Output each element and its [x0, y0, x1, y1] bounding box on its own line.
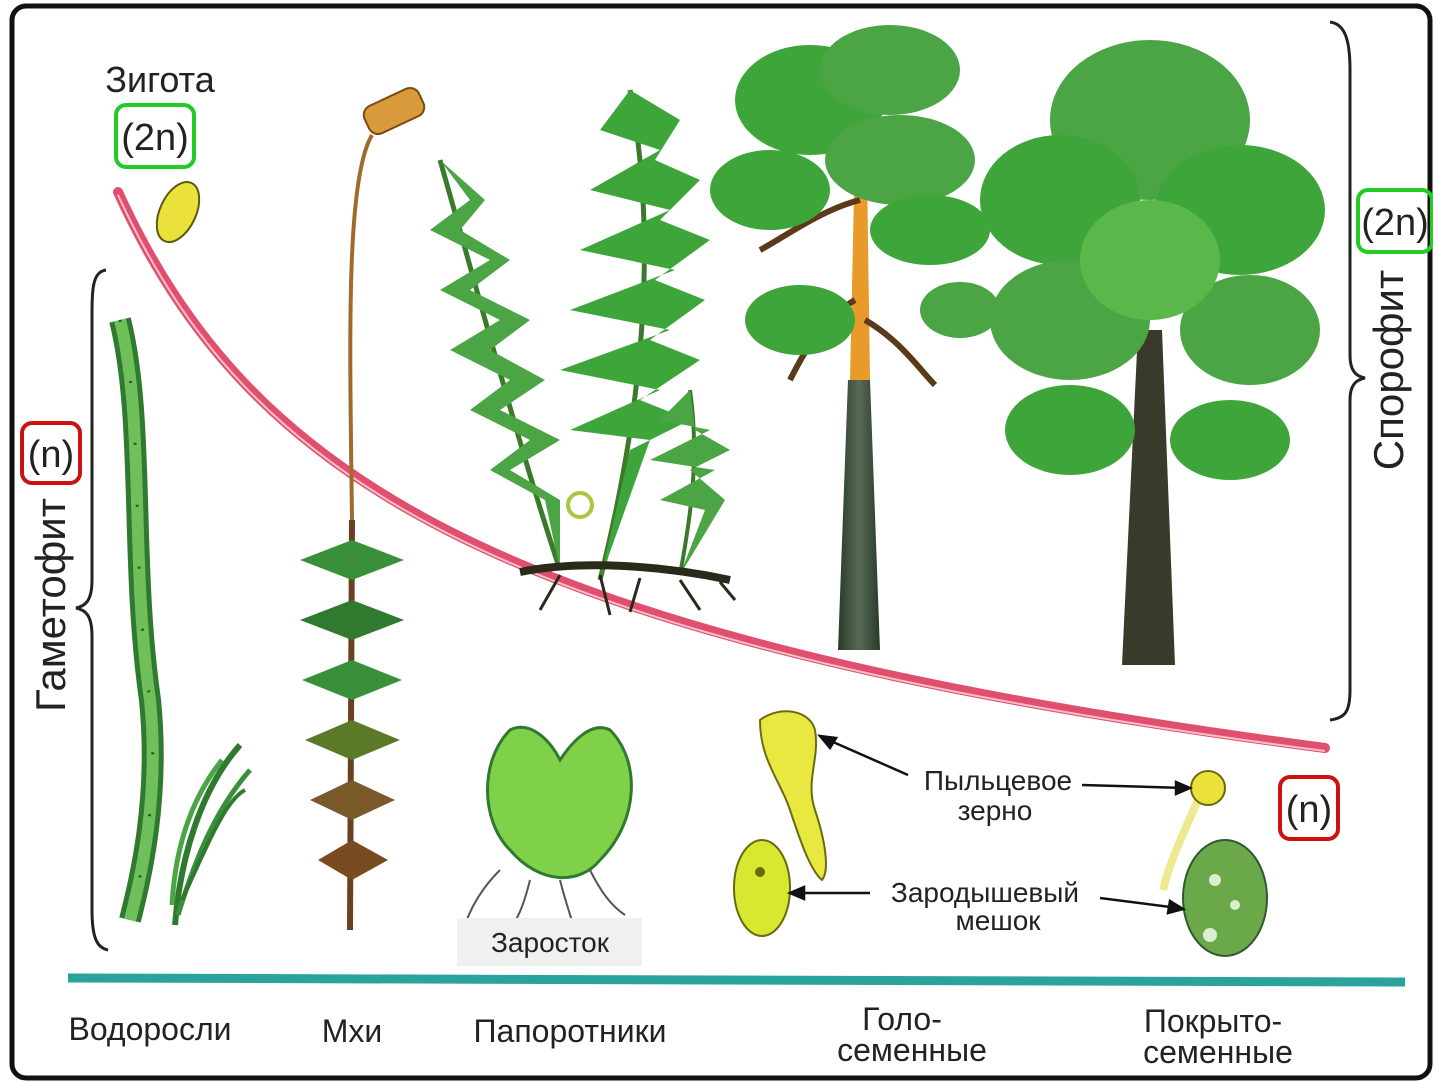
- group-ferns: Папоротники: [474, 1013, 667, 1049]
- gametophyte-label: Гаметофит: [27, 498, 74, 712]
- zygote-label: Зигота: [105, 59, 216, 100]
- group-mosses: Мхи: [322, 1013, 383, 1049]
- gametophyte-ploidy-label: (n): [28, 434, 74, 476]
- sporophyte-ploidy-label: (2n): [1361, 202, 1429, 244]
- pollen-grain-label-line1: Пыльцевое: [924, 765, 1072, 796]
- angiosperm-embryo-sac: [1183, 840, 1267, 956]
- embryo-sac-label-line2: мешок: [955, 905, 1041, 936]
- baseline: [68, 978, 1405, 982]
- group-angiosperms-line2: семенные: [1143, 1034, 1293, 1070]
- prothallus-label: Заросток: [491, 927, 610, 958]
- sporophyte-label: Спорофит: [1365, 270, 1412, 470]
- lower-ploidy-label: (n): [1286, 789, 1332, 831]
- pollen-grain-label-line2: зерно: [958, 795, 1033, 826]
- gymnosperm-embryo-sac: [734, 840, 790, 936]
- group-algae: Водоросли: [68, 1011, 231, 1047]
- embryo-sac-label-line1: Зародышевый: [891, 877, 1079, 908]
- zygote-ploidy-label: (2n): [121, 117, 189, 159]
- group-gymnosperms-line2: семенные: [837, 1032, 987, 1068]
